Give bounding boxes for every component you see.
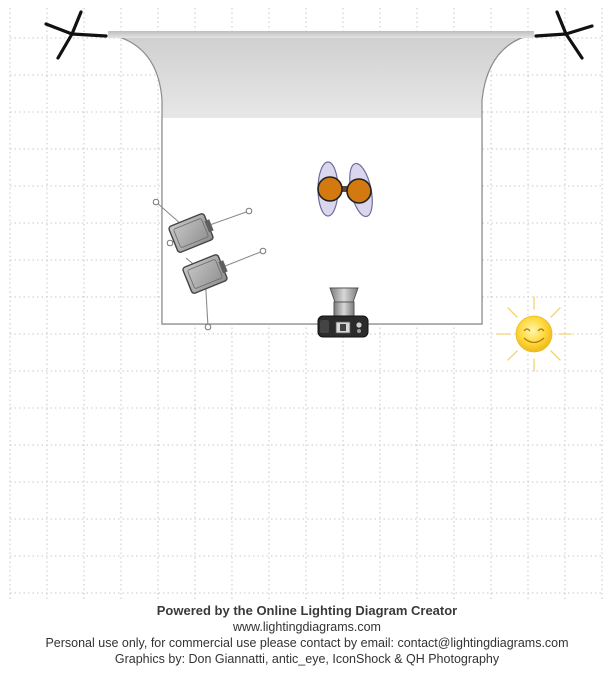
sun-icon[interactable]: [496, 296, 572, 372]
backdrop-stand-left[interactable]: [44, 10, 108, 60]
powered-by-text: Powered by the Online Lighting Diagram C…: [156, 603, 458, 618]
subject-person-top-view[interactable]: [317, 161, 376, 219]
softbox-light-lower[interactable]: [182, 247, 267, 331]
backdrop-stand-right[interactable]: [534, 10, 594, 60]
license-notice: Personal use only, for commercial use pl…: [45, 636, 569, 650]
camera-with-lens[interactable]: [317, 287, 369, 338]
graphics-credits: Graphics by: Don Giannatti, antic_eye, I…: [114, 652, 500, 666]
website-link[interactable]: www.lightingdiagrams.com: [233, 620, 381, 634]
softbox-light-upper[interactable]: [152, 198, 253, 253]
